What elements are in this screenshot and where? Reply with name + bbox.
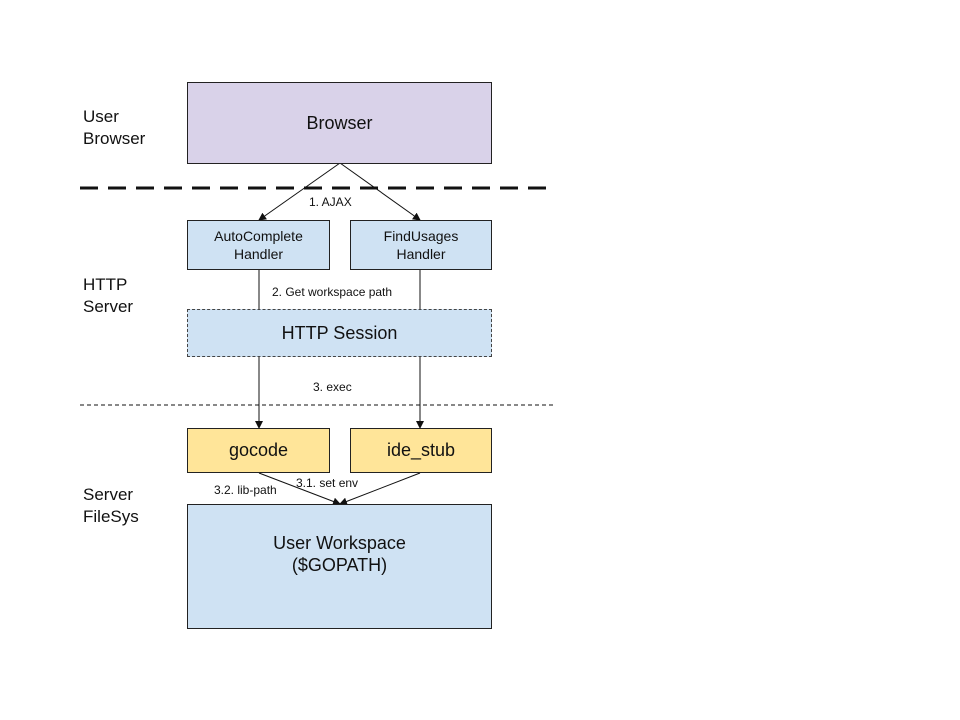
set-env-arrow bbox=[339, 472, 421, 506]
edge-label-lib-path: 3.2. lib-path bbox=[214, 483, 277, 497]
autocomplete-handler-node: AutoComplete Handler bbox=[187, 220, 330, 270]
edge-label-ajax: 1. AJAX bbox=[309, 195, 352, 209]
http-session-label: HTTP Session bbox=[281, 322, 398, 343]
ajax-arrow-autocomplete bbox=[258, 162, 341, 221]
gocode-label: gocode bbox=[228, 440, 289, 460]
ajax-arrow-findusages bbox=[339, 162, 421, 221]
browser-node-label: Browser bbox=[306, 112, 373, 133]
gocode-node: gocode bbox=[187, 428, 330, 473]
http-session-node: HTTP Session bbox=[187, 309, 492, 357]
lib-path-arrow bbox=[258, 472, 341, 506]
lane-label-http-server: HTTP Server bbox=[83, 275, 134, 316]
edge-label-set-env: 3.1. set env bbox=[296, 476, 359, 490]
lane-label-server-filesys: Server FileSys bbox=[83, 485, 139, 526]
user-workspace-node: User Workspace ($GOPATH) bbox=[187, 504, 492, 629]
user-workspace-label: User Workspace ($GOPATH) bbox=[273, 533, 406, 575]
browser-node: Browser bbox=[187, 82, 492, 164]
edge-label-exec: 3. exec bbox=[313, 380, 352, 394]
autocomplete-handler-label: AutoComplete Handler bbox=[214, 228, 303, 262]
findusages-handler-label: FindUsages Handler bbox=[383, 228, 459, 262]
ide-stub-node: ide_stub bbox=[350, 428, 492, 473]
ide-stub-label: ide_stub bbox=[386, 440, 456, 460]
findusages-handler-node: FindUsages Handler bbox=[350, 220, 492, 270]
edge-label-workspace-path: 2. Get workspace path bbox=[272, 285, 393, 299]
lane-label-user-browser: User Browser bbox=[83, 107, 146, 148]
